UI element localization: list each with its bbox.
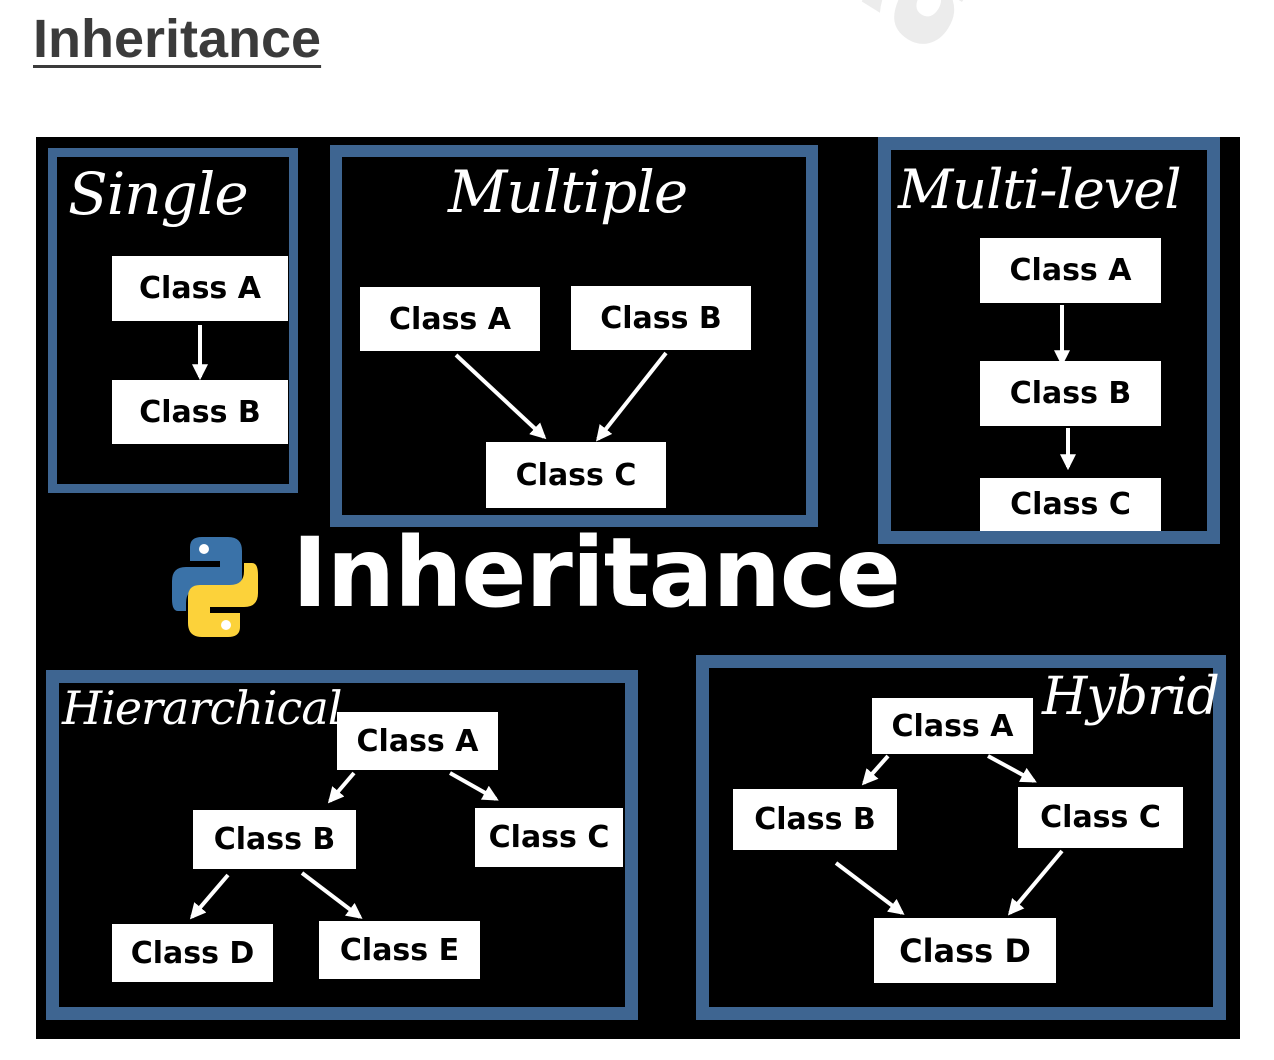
- hierarchical-class-c: Class C: [475, 808, 623, 867]
- multilevel-class-b: Class B: [980, 361, 1161, 426]
- hierarchical-class-b: Class B: [193, 810, 356, 869]
- multilevel-label: Multi-level: [898, 158, 1182, 221]
- multiple-panel: [330, 145, 818, 527]
- hybrid-class-b: Class B: [733, 789, 897, 850]
- hybrid-label: Hybrid: [1042, 667, 1220, 727]
- hierarchical-panel: [46, 670, 638, 1020]
- single-label: Single: [68, 160, 249, 228]
- watermark: ade: [800, 0, 1134, 79]
- hybrid-class-d: Class D: [874, 918, 1056, 983]
- hierarchical-class-e: Class E: [319, 921, 480, 979]
- multilevel-class-c: Class C: [980, 478, 1161, 531]
- hierarchical-class-a: Class A: [337, 712, 498, 770]
- multiple-class-b: Class B: [571, 286, 751, 350]
- multiple-label: Multiple: [448, 158, 688, 226]
- multiple-class-a: Class A: [360, 287, 540, 351]
- hybrid-class-c: Class C: [1018, 787, 1183, 848]
- single-class-a: Class A: [112, 256, 288, 321]
- multilevel-class-a: Class A: [980, 238, 1161, 303]
- page-title: Inheritance: [33, 9, 322, 69]
- hierarchical-class-d: Class D: [112, 924, 273, 982]
- multiple-class-c: Class C: [486, 442, 666, 508]
- inheritance-poster: Single Class A Class B Multiple Class A …: [36, 137, 1240, 1039]
- hierarchical-label: Hierarchical: [62, 681, 342, 735]
- hybrid-class-a: Class A: [872, 698, 1033, 754]
- single-class-b: Class B: [112, 380, 288, 444]
- poster-title: Inheritance: [292, 517, 901, 629]
- hybrid-panel: [696, 655, 1226, 1020]
- single-panel: [48, 148, 298, 493]
- python-logo-icon: [172, 537, 258, 637]
- multilevel-panel: [878, 137, 1220, 544]
